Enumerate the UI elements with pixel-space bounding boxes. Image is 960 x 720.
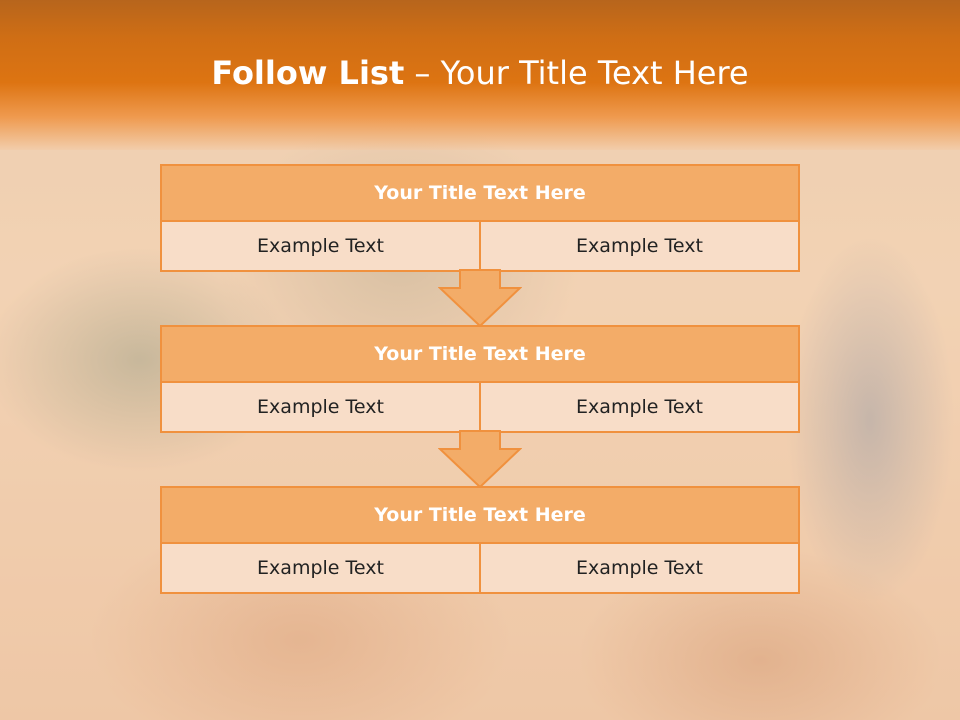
- step-title: Your Title Text Here: [162, 327, 798, 383]
- step-cell-left: Example Text: [162, 544, 479, 592]
- step-row: Example Text Example Text: [162, 383, 798, 431]
- step-cell-left: Example Text: [162, 383, 479, 431]
- step-cell-left: Example Text: [162, 222, 479, 270]
- step-row: Example Text Example Text: [162, 544, 798, 592]
- step-title: Your Title Text Here: [162, 488, 798, 544]
- step-block-2: Your Title Text Here Example Text Exampl…: [160, 325, 800, 433]
- down-arrow-icon: [438, 269, 522, 328]
- step-row: Example Text Example Text: [162, 222, 798, 270]
- step-cell-right: Example Text: [479, 222, 798, 270]
- header-band: [0, 0, 960, 150]
- slide-title-rest: – Your Title Text Here: [404, 54, 749, 92]
- step-title: Your Title Text Here: [162, 166, 798, 222]
- slide-title-bold: Follow List: [211, 54, 405, 92]
- step-block-3: Your Title Text Here Example Text Exampl…: [160, 486, 800, 594]
- step-block-1: Your Title Text Here Example Text Exampl…: [160, 164, 800, 272]
- slide-title: Follow List – Your Title Text Here: [0, 54, 960, 92]
- step-cell-right: Example Text: [479, 544, 798, 592]
- down-arrow-icon: [438, 430, 522, 489]
- step-cell-right: Example Text: [479, 383, 798, 431]
